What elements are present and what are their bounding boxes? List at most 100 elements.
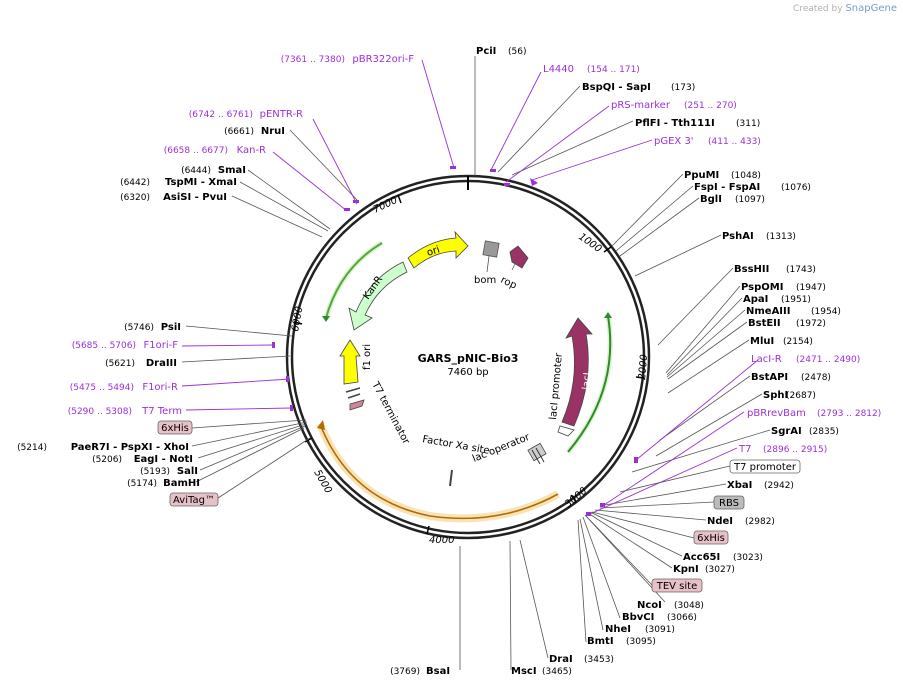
enzyme-pos: (311) bbox=[736, 119, 760, 129]
his-tag-right-label: 6xHis bbox=[697, 533, 725, 544]
t7-terminator-feature[interactable] bbox=[345, 387, 365, 411]
enzyme-pos: (1954) bbox=[811, 307, 841, 317]
enzyme-label[interactable]: PspOMI bbox=[741, 282, 783, 293]
kanr-feature[interactable] bbox=[348, 261, 408, 331]
enzyme-label[interactable]: NruI bbox=[261, 126, 285, 137]
primer-label[interactable]: pRS-marker bbox=[611, 100, 671, 111]
primer-label[interactable]: pBRrevBam bbox=[747, 408, 806, 419]
enzyme-pos: (1951) bbox=[781, 295, 811, 305]
brand-created-by: Created by bbox=[793, 4, 843, 14]
tick-label: 1000 bbox=[576, 231, 603, 255]
tev-site-box[interactable]: TEV site bbox=[651, 578, 703, 593]
enzyme-label[interactable]: BstAPI bbox=[751, 372, 788, 383]
bom-label: bom bbox=[474, 275, 496, 286]
ori-label: ori bbox=[426, 244, 442, 258]
primer-label[interactable]: LacI-R bbox=[751, 354, 782, 365]
enzyme-pos: (1048) bbox=[731, 171, 761, 181]
primer-label[interactable]: F1ori-R bbox=[142, 382, 178, 393]
enzyme-label[interactable]: MluI bbox=[750, 336, 774, 347]
primer-range: (5475 .. 5494) bbox=[70, 383, 134, 393]
enzyme-label[interactable]: BssHII bbox=[734, 264, 769, 275]
enzyme-pos: (5206) bbox=[92, 455, 122, 465]
laci-feature[interactable] bbox=[561, 317, 593, 427]
avitag-box[interactable]: AviTag™ bbox=[169, 492, 219, 507]
t7-promoter-box[interactable]: T7 promoter bbox=[729, 459, 801, 474]
primer-range: (2793 .. 2812) bbox=[817, 409, 881, 419]
f1ori-feature[interactable] bbox=[339, 339, 361, 385]
enzyme-pos: (2982) bbox=[745, 517, 775, 527]
enzyme-label[interactable]: PpuMI bbox=[684, 170, 719, 181]
enzyme-label[interactable]: BstEII bbox=[748, 318, 781, 329]
bom-feature[interactable] bbox=[482, 240, 500, 258]
enzyme-pos: (3027) bbox=[705, 565, 735, 575]
primer-range: (154 .. 171) bbox=[587, 65, 640, 75]
enzyme-label[interactable]: BbvCI bbox=[622, 612, 654, 623]
brand-app-name: SnapGene bbox=[845, 3, 897, 14]
enzyme-label[interactable]: BglI bbox=[700, 194, 722, 205]
enzyme-label[interactable]: AsiSI - PvuI bbox=[163, 192, 227, 203]
primer-label[interactable]: T7 Term bbox=[141, 406, 182, 417]
tick-label: 7000 bbox=[372, 195, 400, 216]
enzyme-label[interactable]: SphI bbox=[763, 390, 788, 401]
enzyme-label[interactable]: KpnI bbox=[673, 564, 699, 575]
enzyme-label[interactable]: SalI bbox=[177, 466, 198, 477]
primer-label[interactable]: Kan-R bbox=[237, 145, 266, 156]
his-tag-left-label: 6xHis bbox=[161, 423, 189, 434]
primer-label[interactable]: pENTR-R bbox=[260, 109, 303, 120]
enzyme-label[interactable]: XbaI bbox=[727, 480, 752, 491]
enzyme-label[interactable]: BmtI bbox=[587, 636, 614, 647]
enzyme-pos: (1972) bbox=[796, 319, 826, 329]
lac-operator-feature[interactable] bbox=[527, 442, 547, 465]
primer-label[interactable]: T7 bbox=[738, 444, 751, 455]
enzyme-pos: (1097) bbox=[735, 195, 765, 205]
enzyme-label[interactable]: MscI bbox=[511, 666, 537, 677]
laci-orf-arc bbox=[567, 315, 612, 453]
his-tag-right-box[interactable]: 6xHis bbox=[693, 530, 729, 545]
enzyme-label[interactable]: NmeAIII bbox=[746, 306, 790, 317]
enzyme-label[interactable]: DraI bbox=[549, 654, 573, 665]
primer-label[interactable]: F1ori-F bbox=[144, 340, 179, 351]
enzyme-label[interactable]: NcoI bbox=[637, 600, 662, 611]
enzyme-pos: (3023) bbox=[733, 553, 763, 563]
enzyme-label[interactable]: EagI - NotI bbox=[134, 454, 193, 465]
enzyme-pos: (5621) bbox=[105, 359, 135, 369]
ori-feature[interactable] bbox=[407, 230, 469, 269]
enzyme-label[interactable]: SgrAI bbox=[771, 426, 802, 437]
t7-terminator-label: T7 terminator bbox=[369, 379, 412, 447]
enzyme-pos: (6444) bbox=[181, 166, 211, 176]
enzyme-label[interactable]: NheI bbox=[605, 624, 631, 635]
enzyme-pos: (1743) bbox=[786, 265, 816, 275]
rbs-box[interactable]: RBS bbox=[713, 495, 745, 510]
enzyme-label[interactable]: BsaI bbox=[426, 666, 450, 677]
his-tag-left-box[interactable]: 6xHis bbox=[157, 420, 193, 435]
enzyme-label[interactable]: PciI bbox=[476, 46, 496, 57]
enzyme-label[interactable]: BamHI bbox=[163, 478, 200, 489]
tick-label: 4000 bbox=[429, 535, 454, 546]
factor-xa-mark[interactable] bbox=[449, 469, 453, 487]
enzyme-label[interactable]: NdeI bbox=[707, 516, 733, 527]
primer-lines bbox=[181, 59, 759, 515]
avitag-label: AviTag™ bbox=[173, 495, 215, 506]
enzyme-label[interactable]: PshAI bbox=[722, 231, 754, 242]
primer-label[interactable]: pBR322ori-F bbox=[352, 54, 414, 65]
primer-label[interactable]: pGEX 3' bbox=[654, 136, 694, 147]
insert-orf-arc[interactable] bbox=[319, 423, 559, 520]
enzyme-label[interactable]: SmaI bbox=[218, 165, 246, 176]
enzyme-label[interactable]: TspMI - XmaI bbox=[165, 177, 237, 188]
enzyme-label[interactable]: PflFI - Tth111I bbox=[635, 118, 715, 129]
enzyme-label[interactable]: ApaI bbox=[743, 294, 768, 305]
enzyme-label[interactable]: FspI - FspAI bbox=[694, 182, 760, 193]
rop-feature[interactable] bbox=[509, 245, 529, 269]
enzyme-pos: (1947) bbox=[796, 283, 826, 293]
enzyme-pos: (2154) bbox=[783, 337, 813, 347]
tick-label: 6000 bbox=[290, 306, 305, 333]
enzyme-label[interactable]: DraIII bbox=[146, 358, 177, 369]
enzyme-label[interactable]: Acc65I bbox=[683, 552, 720, 563]
enzyme-label[interactable]: BspQI - SapI bbox=[582, 82, 651, 93]
f1ori-label: f1 ori bbox=[362, 344, 373, 370]
laci-promoter-feature[interactable] bbox=[557, 425, 575, 437]
enzyme-label[interactable]: PsiI bbox=[161, 322, 181, 333]
enzyme-label[interactable]: PaeR7I - PspXI - XhoI bbox=[71, 442, 189, 453]
primer-label[interactable]: L4440 bbox=[543, 64, 574, 75]
